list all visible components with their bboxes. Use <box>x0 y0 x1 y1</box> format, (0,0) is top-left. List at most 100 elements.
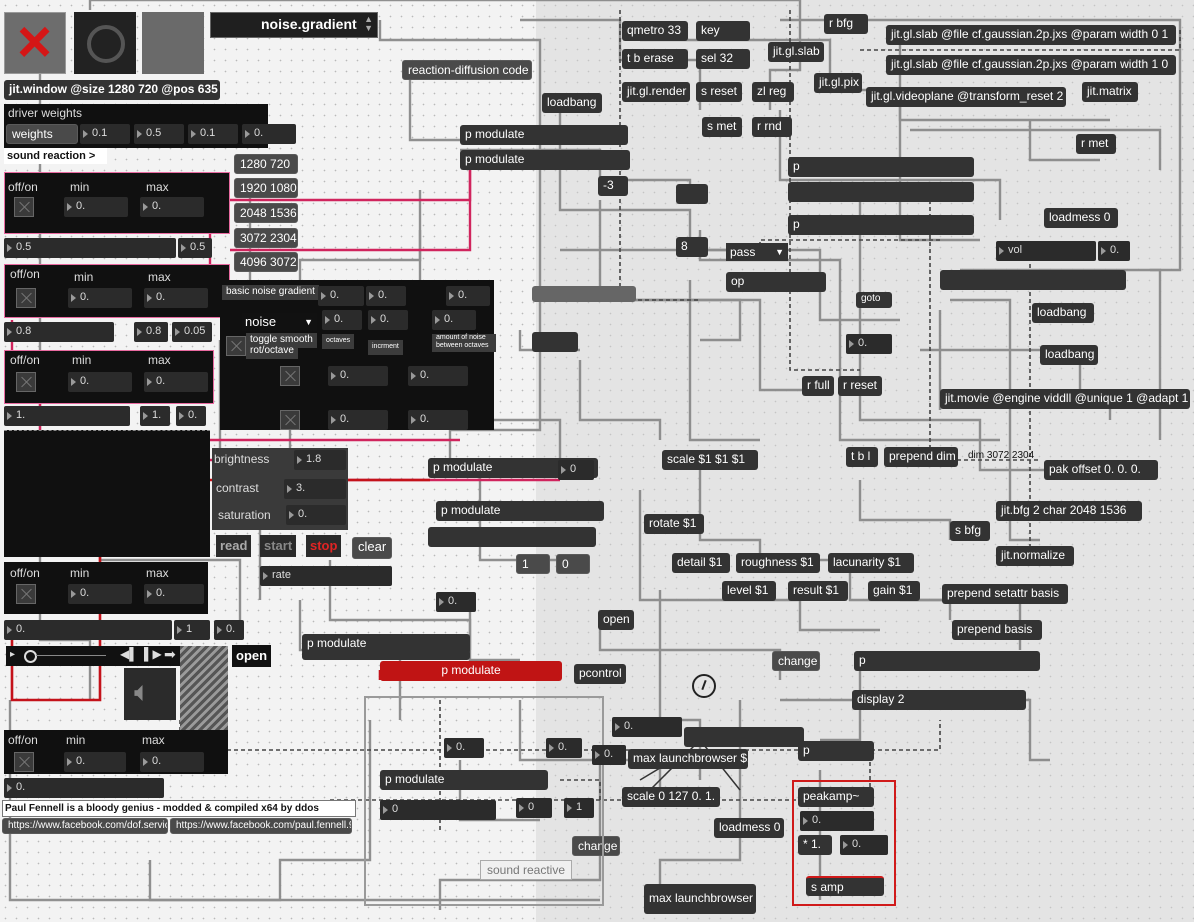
detail-object[interactable]: detail $1 <box>672 553 730 573</box>
range-1-toggle[interactable] <box>14 197 34 217</box>
peakamp-number[interactable]: 0. <box>800 811 874 831</box>
range-3-max-number[interactable]: 0. <box>144 372 208 392</box>
range-3-min-number[interactable]: 0. <box>68 372 132 392</box>
launch-number-1[interactable]: 0. <box>612 717 682 737</box>
pak-offset-object[interactable]: pak offset 0. 0. 0. <box>1044 460 1158 480</box>
range-1-output2-number[interactable]: 0.5 <box>178 238 212 258</box>
s-reset-object[interactable]: s reset <box>696 82 742 102</box>
t-b-l-object[interactable]: t b l <box>846 447 878 467</box>
range-5-max-number[interactable]: 0. <box>140 752 204 772</box>
brightness-number[interactable]: 1.8 <box>294 450 346 470</box>
sound-num-3[interactable]: 0 <box>516 798 552 818</box>
range-2-output2-number[interactable]: 0.8 <box>134 322 168 342</box>
size-1280-message[interactable]: 1280 720 <box>234 154 298 174</box>
range-3-output3-number[interactable]: 0. <box>176 406 206 426</box>
vol-value-number[interactable]: 0. <box>1098 241 1130 261</box>
size-3072-message[interactable]: 3072 2304 <box>234 228 298 248</box>
launch-wide-object[interactable] <box>684 727 804 747</box>
lacunarity-object[interactable]: lacunarity $1 <box>828 553 914 573</box>
jit-bfg-object[interactable]: jit.bfg 2 char 2048 1536 <box>996 501 1142 521</box>
range-2-toggle[interactable] <box>16 288 36 308</box>
rate-slider[interactable]: rate <box>260 566 392 586</box>
weight-3-number[interactable]: 0.1 <box>188 124 238 144</box>
sel-32-object[interactable]: sel 32 <box>696 49 750 69</box>
multiply-object[interactable]: * 1. <box>798 835 832 855</box>
p-modulate-3[interactable]: p modulate <box>428 458 598 478</box>
noise-param-4[interactable]: 0. <box>322 310 362 330</box>
pass-menu[interactable]: pass ▼ <box>726 243 788 261</box>
p-modulate-4-out[interactable] <box>428 527 596 547</box>
multiply-number[interactable]: 0. <box>840 835 888 855</box>
open-button[interactable]: open <box>232 645 272 667</box>
prepend-setattr-object[interactable]: prepend setattr basis <box>942 584 1068 604</box>
noise-toggle-2[interactable] <box>280 366 300 386</box>
gain-object[interactable]: gain $1 <box>868 581 920 601</box>
range-3-output-number[interactable]: 1. <box>4 406 130 426</box>
close-button[interactable]: × <box>4 8 66 75</box>
range-4-max-number[interactable]: 0. <box>144 584 204 604</box>
facebook-link-2[interactable]: https://www.facebook.com/paul.fennell.92… <box>170 818 352 834</box>
small-object-2[interactable] <box>532 332 578 352</box>
range-4-output3-number[interactable]: 0. <box>214 620 244 640</box>
slab-width-01-object[interactable]: jit.gl.slab @file cf.gaussian.2p.jxs @pa… <box>886 25 1176 45</box>
range-5-min-number[interactable]: 0. <box>64 752 126 772</box>
p-object-3[interactable]: p <box>788 215 974 235</box>
range-1-max-number[interactable]: 0. <box>140 197 204 217</box>
vol-number[interactable]: vol <box>996 241 1096 261</box>
noise-param-2[interactable]: 0. <box>366 286 406 306</box>
speaker-button[interactable]: 🔈︎ <box>124 668 176 720</box>
range-4-min-number[interactable]: 0. <box>68 584 132 604</box>
contrast-number[interactable]: 3. <box>284 479 346 499</box>
key-object[interactable]: key <box>696 21 750 41</box>
s-amp-object[interactable]: s amp <box>806 876 884 896</box>
jit-movie-object[interactable]: jit.movie @engine viddll @unique 1 @adap… <box>940 389 1190 409</box>
r-rnd-object[interactable]: r rnd <box>752 117 792 137</box>
goto-number[interactable]: 0. <box>846 334 892 354</box>
noise-param-7[interactable]: 0. <box>328 366 388 386</box>
size-1920-message[interactable]: 1920 1080 <box>234 178 298 198</box>
record-button[interactable] <box>74 12 136 74</box>
open-message[interactable]: open <box>598 610 634 630</box>
scale-object[interactable]: scale $1 $1 $1 <box>662 450 758 470</box>
jit-normalize-object[interactable]: jit.normalize <box>996 546 1074 566</box>
read-button[interactable]: read <box>216 535 252 557</box>
weights-message[interactable]: weights <box>6 124 78 144</box>
slab-width-10-object[interactable]: jit.gl.slab @file cf.gaussian.2p.jxs @pa… <box>886 55 1176 75</box>
loop-icon[interactable]: ➡ <box>164 646 176 662</box>
reaction-diffusion-code-button[interactable]: reaction-diffusion code <box>402 60 532 80</box>
noise-param-1[interactable]: 0. <box>318 286 364 306</box>
weight-4-number[interactable]: 0. <box>242 124 296 144</box>
p-modulate-4-number[interactable]: 0. <box>436 592 476 612</box>
p-modulate-red[interactable]: p modulate <box>380 661 562 681</box>
change-object-1[interactable]: change <box>572 836 620 856</box>
sound-num-4[interactable]: 1 <box>564 798 594 818</box>
sound-zero-message[interactable]: 0 <box>556 554 590 574</box>
jit-gl-render-object[interactable]: jit.gl.render <box>622 82 690 102</box>
roughness-object[interactable]: roughness $1 <box>736 553 820 573</box>
range-3-toggle[interactable] <box>16 372 36 392</box>
range-3-output2-number[interactable]: 1. <box>140 406 170 426</box>
range-1-output-number[interactable]: 0.5 <box>4 238 176 258</box>
gain-meter[interactable] <box>180 646 228 730</box>
p-modulate-5[interactable]: p modulate <box>302 634 470 654</box>
sound-num-2[interactable]: 0. <box>546 738 582 758</box>
range-4-output-number[interactable]: 0. <box>4 620 172 640</box>
goto-object[interactable]: goto <box>856 292 892 308</box>
op-object[interactable]: op <box>726 272 826 292</box>
jit-op-object[interactable] <box>532 286 636 302</box>
range-5-toggle[interactable] <box>14 752 34 772</box>
eight-object[interactable]: 8 <box>676 237 708 257</box>
range-4-toggle[interactable] <box>16 584 36 604</box>
scale-midi-object[interactable]: scale 0 127 0. 1. <box>622 787 720 807</box>
size-2048-message[interactable]: 2048 1536 <box>234 203 298 223</box>
loadbang-object-2[interactable]: loadbang <box>1032 303 1094 323</box>
range-2-output3-number[interactable]: 0.05 <box>172 322 212 342</box>
p-modulate-3-out[interactable]: 0 <box>558 460 594 480</box>
loadmess-object-2[interactable]: loadmess 0 <box>714 818 784 838</box>
smooth-toggle[interactable] <box>226 336 246 356</box>
noise-param-8[interactable]: 0. <box>408 366 468 386</box>
range-1-min-number[interactable]: 0. <box>64 197 128 217</box>
loadmess-object[interactable]: loadmess 0 <box>1044 208 1118 228</box>
p-modulate-6-number[interactable]: 0 <box>380 800 496 820</box>
